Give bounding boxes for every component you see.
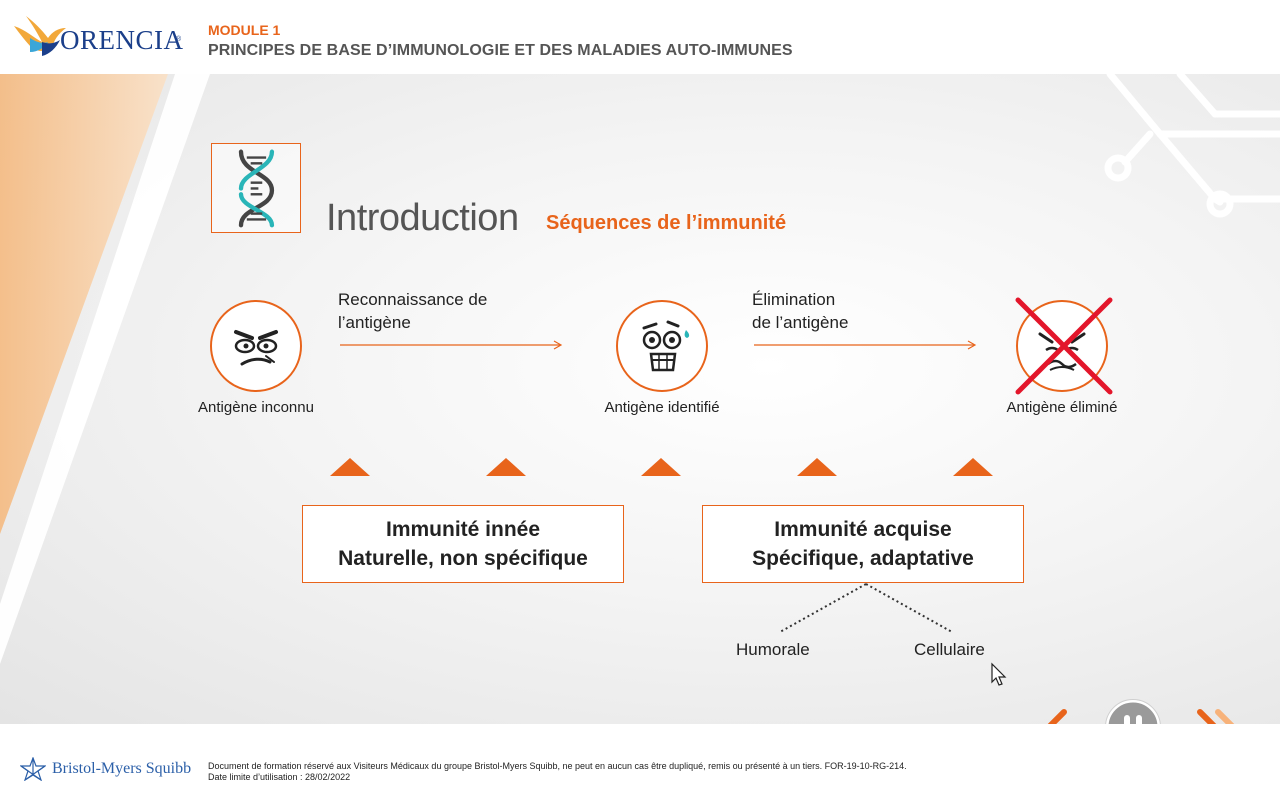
step-label-eliminated: Antigène éliminé (1006, 399, 1118, 416)
disclaimer: Document de formation réservé aux Visite… (208, 761, 907, 783)
triangle-marker-icon (797, 458, 837, 476)
angry-face-icon (210, 300, 302, 392)
orencia-bird-logo-icon (14, 16, 66, 56)
arrow-right-icon (340, 340, 563, 350)
disclaimer-line: Document de formation réservé aux Visite… (208, 761, 907, 771)
arrow-right-icon (754, 340, 977, 350)
arrow-text-recognition: Reconnaissance de l’antigène (338, 288, 487, 334)
stage-decoration (0, 74, 1280, 664)
arrow-text-line: l’antigène (338, 313, 411, 332)
module-label: MODULE 1 (208, 22, 281, 38)
disclaimer-date: Date limite d’utilisation : 28/02/2022 (208, 772, 351, 782)
module-title: PRINCIPES DE BASE D’IMMUNOLOGIE ET DES M… (208, 42, 793, 59)
triangle-markers (330, 458, 993, 476)
innate-immunity-box: Immunité innée Naturelle, non spécifique (302, 505, 624, 583)
cross-icon (1015, 297, 1113, 395)
triangle-marker-icon (641, 458, 681, 476)
arrow-text-line: Élimination (752, 290, 836, 309)
header: ORENCIA ® MODULE 1 PRINCIPES DE BASE D’I… (0, 0, 1280, 74)
company-name: Bristol-Myers Squibb (52, 760, 192, 777)
slide-subtitle: Séquences de l’immunité (546, 212, 787, 234)
box-subtitle: Naturelle, non spécifique (338, 547, 588, 570)
slide-stage: Introduction Séquences de l’immunité Ant… (0, 74, 1280, 724)
logo-text: ORENCIA (60, 25, 184, 55)
bms-star-logo-icon (20, 757, 46, 781)
logo-registered-mark: ® (176, 36, 182, 43)
surprised-face-icon (616, 300, 708, 392)
box-subtitle: Spécifique, adaptative (752, 547, 974, 570)
arrow-text-line: Reconnaissance de (338, 290, 488, 309)
slide-title: Introduction (326, 197, 519, 239)
triangle-marker-icon (486, 458, 526, 476)
triangle-marker-icon (330, 458, 370, 476)
dna-icon (238, 149, 275, 228)
arrow-text-line: de l’antigène (752, 313, 849, 332)
branch-cellular: Cellulaire (914, 640, 985, 659)
mouse-cursor-icon (991, 662, 1007, 686)
box-title: Immunité innée (385, 518, 541, 541)
branch-humoral: Humorale (736, 640, 810, 659)
dna-icon-box (211, 143, 301, 233)
step-label-identified: Antigène identifié (604, 399, 720, 416)
branch-connectors (779, 583, 953, 633)
box-title: Immunité acquise (774, 518, 952, 541)
triangle-marker-icon (953, 458, 993, 476)
acquired-immunity-box: Immunité acquise Spécifique, adaptative (702, 505, 1024, 583)
step-label-unknown: Antigène inconnu (198, 399, 314, 416)
arrow-text-elimination: Élimination de l’antigène (752, 288, 848, 334)
footer: Bristol-Myers Squibb Document de formati… (0, 724, 1280, 800)
